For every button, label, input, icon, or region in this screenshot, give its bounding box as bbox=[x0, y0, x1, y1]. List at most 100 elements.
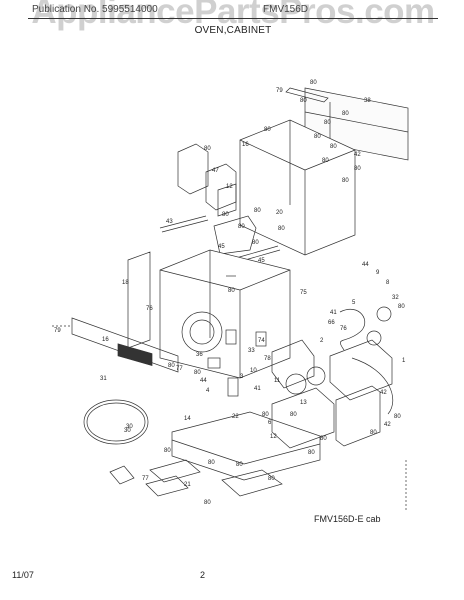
callout: 44 bbox=[200, 378, 207, 384]
callout: 12 bbox=[226, 184, 233, 190]
page-number: 2 bbox=[200, 570, 206, 580]
callout: 21 bbox=[184, 482, 191, 488]
bottom-cover-1 bbox=[149, 459, 201, 483]
bracket-part bbox=[177, 143, 209, 195]
roller-guide bbox=[109, 465, 135, 485]
callout: 3 bbox=[240, 374, 244, 380]
callout: 74 bbox=[258, 338, 265, 344]
callout: 80 bbox=[320, 436, 327, 442]
callout: 5 bbox=[352, 300, 356, 306]
callout: 41 bbox=[330, 310, 337, 316]
base-plate bbox=[171, 411, 321, 481]
switch-part-2 bbox=[225, 329, 237, 345]
callout: 4 bbox=[206, 388, 210, 394]
callout: 16 bbox=[102, 337, 109, 343]
switch-part bbox=[207, 357, 221, 369]
callout: 80 bbox=[228, 288, 235, 294]
callout: 80 bbox=[354, 166, 361, 172]
callout: 80 bbox=[252, 240, 259, 246]
callout: 80 bbox=[204, 146, 211, 152]
callout: 76 bbox=[340, 326, 347, 332]
callout: 80 bbox=[330, 144, 337, 150]
footer-date: 11/07 bbox=[12, 570, 34, 580]
model-number: FMV156D bbox=[263, 4, 309, 15]
callout: 42 bbox=[380, 390, 387, 396]
callout: 80 bbox=[264, 127, 271, 133]
callout: 80 bbox=[268, 476, 275, 482]
callout: 1 bbox=[402, 358, 406, 364]
motor-part-2 bbox=[217, 183, 237, 217]
turntable-tray bbox=[83, 399, 149, 445]
callout: 31 bbox=[100, 376, 107, 382]
capacitor-part bbox=[271, 339, 315, 389]
callout: 32 bbox=[392, 295, 399, 301]
figure-code: FMV156D-E cab bbox=[314, 514, 381, 524]
callout: 16 bbox=[242, 142, 249, 148]
callout: 8 bbox=[386, 280, 390, 286]
callout: 42 bbox=[354, 152, 361, 158]
callout: 42 bbox=[384, 422, 391, 428]
callout: 80 bbox=[278, 226, 285, 232]
callout: 76 bbox=[146, 306, 153, 312]
callout: 80 bbox=[394, 414, 401, 420]
callout: 79 bbox=[54, 328, 61, 334]
callout: 78 bbox=[264, 356, 271, 362]
callout: 80 bbox=[398, 304, 405, 310]
callout: 80 bbox=[222, 212, 229, 218]
watermark-logo: AppliancePartsPros.com bbox=[31, 0, 435, 31]
callout: 80 bbox=[236, 462, 243, 468]
callout: 43 bbox=[166, 219, 173, 225]
callout: 2 bbox=[320, 338, 324, 344]
callout: 80 bbox=[370, 430, 377, 436]
callout: 80 bbox=[254, 208, 261, 214]
callout: 44 bbox=[362, 262, 369, 268]
callout: 22 bbox=[232, 414, 239, 420]
callout: 80 bbox=[342, 111, 349, 117]
bottom-cover-3 bbox=[145, 475, 189, 497]
callout: 30 bbox=[126, 424, 133, 430]
callout: 75 bbox=[300, 290, 307, 296]
wire-harness bbox=[339, 309, 366, 351]
callout: 80 bbox=[204, 500, 211, 506]
callout: 80 bbox=[290, 412, 297, 418]
callout: 77 bbox=[142, 476, 149, 482]
header-rule bbox=[28, 18, 438, 19]
callout: 80 bbox=[310, 80, 317, 86]
callout: 41 bbox=[254, 386, 261, 392]
callout: 11 bbox=[274, 378, 281, 384]
callout: 80 bbox=[262, 412, 269, 418]
callout: 12 bbox=[270, 434, 277, 440]
callout: 20 bbox=[276, 210, 283, 216]
callout: 14 bbox=[184, 416, 191, 422]
callout: 6 bbox=[268, 420, 272, 426]
callout: 38 bbox=[364, 98, 371, 104]
callout-labels: 80 79 80 80 38 80 80 80 80 16 42 80 80 8… bbox=[54, 80, 406, 506]
switch-part-3 bbox=[255, 331, 267, 347]
exploded-parts-diagram: 80 79 80 80 38 80 80 80 80 16 42 80 80 8… bbox=[0, 40, 464, 540]
section-title: OVEN,CABINET bbox=[194, 25, 272, 36]
latch-part bbox=[227, 377, 239, 397]
callout: 45 bbox=[258, 258, 265, 264]
callout: 80 bbox=[164, 448, 171, 454]
top-vent-part bbox=[285, 87, 329, 103]
callout: 80 bbox=[342, 178, 349, 184]
callout: 9 bbox=[376, 270, 380, 276]
callout: 80 bbox=[238, 224, 245, 230]
callout: 36 bbox=[196, 352, 203, 358]
callout: 66 bbox=[328, 320, 335, 326]
callout: 10 bbox=[250, 368, 257, 374]
duct-part bbox=[213, 215, 257, 255]
fan-bracket bbox=[335, 385, 381, 447]
callout: 80 bbox=[324, 120, 331, 126]
callout: 45 bbox=[218, 244, 225, 250]
callout: 77 bbox=[176, 366, 183, 372]
callout: 80 bbox=[322, 158, 329, 164]
publication-number: Publication No. 5995514000 bbox=[32, 4, 158, 15]
callout: 18 bbox=[122, 280, 129, 286]
wire-harness-2 bbox=[351, 357, 394, 415]
control-board bbox=[329, 339, 393, 401]
callout: 80 bbox=[314, 134, 321, 140]
side-panel bbox=[127, 251, 151, 349]
control-panel bbox=[71, 317, 179, 373]
callout: 80 bbox=[308, 450, 315, 456]
